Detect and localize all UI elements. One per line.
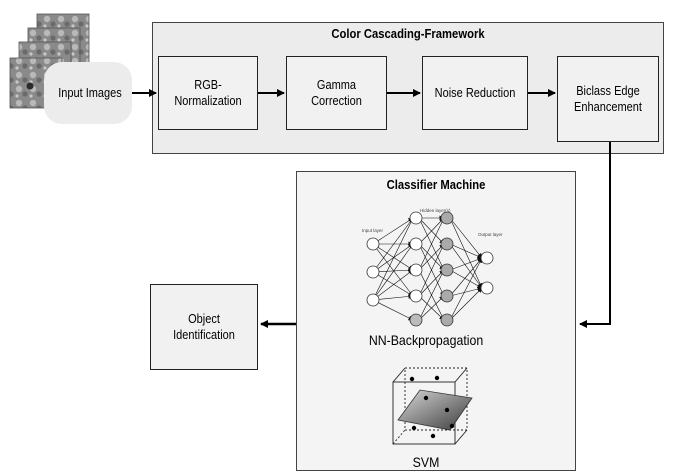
nn-output-nodes [480,251,494,295]
input-images-label: Input Images [58,86,122,100]
nn-input-nodes [366,237,380,307]
nn-hidden-nodes-1 [409,211,423,327]
neural-network-icon [366,211,494,327]
nn-hidden-layer-caption: Hidden layer(s) [420,208,451,213]
noise-reduction-box [422,56,528,130]
arrow-biclass-to-classifier [579,142,611,328]
nn-hidden-nodes-2 [440,211,454,327]
input-images-node [44,62,132,124]
nn-output-layer-caption: Output layer [478,232,503,237]
nn-backpropagation-label: NN-Backpropagation [368,332,484,348]
svm-label: SVM [412,454,440,470]
noise-reduction-label: Noise Reduction [434,86,516,100]
rgb-normalization-label: RGB-Normalization [174,78,242,108]
object-identification-label: Object Identification [173,312,235,342]
nn-connections [372,215,483,321]
svm-data-points [409,375,455,439]
gamma-correction-label: Gamma Correction [311,78,362,108]
nn-input-layer-caption: Input layer [362,228,384,233]
color-cascading-framework-title: Color Cascading-Framework [331,27,485,41]
svm-hyperplane [397,389,473,431]
biclass-edge-enhancement-label: Biclass Edge Enhancement [574,84,642,114]
object-identification-box [150,284,258,370]
rgb-normalization-box [158,56,258,130]
gamma-correction-box [286,56,387,130]
classifier-machine-title: Classifier Machine [386,178,486,192]
svm-cube-icon [392,367,473,445]
biclass-edge-enhancement-box [557,56,659,142]
